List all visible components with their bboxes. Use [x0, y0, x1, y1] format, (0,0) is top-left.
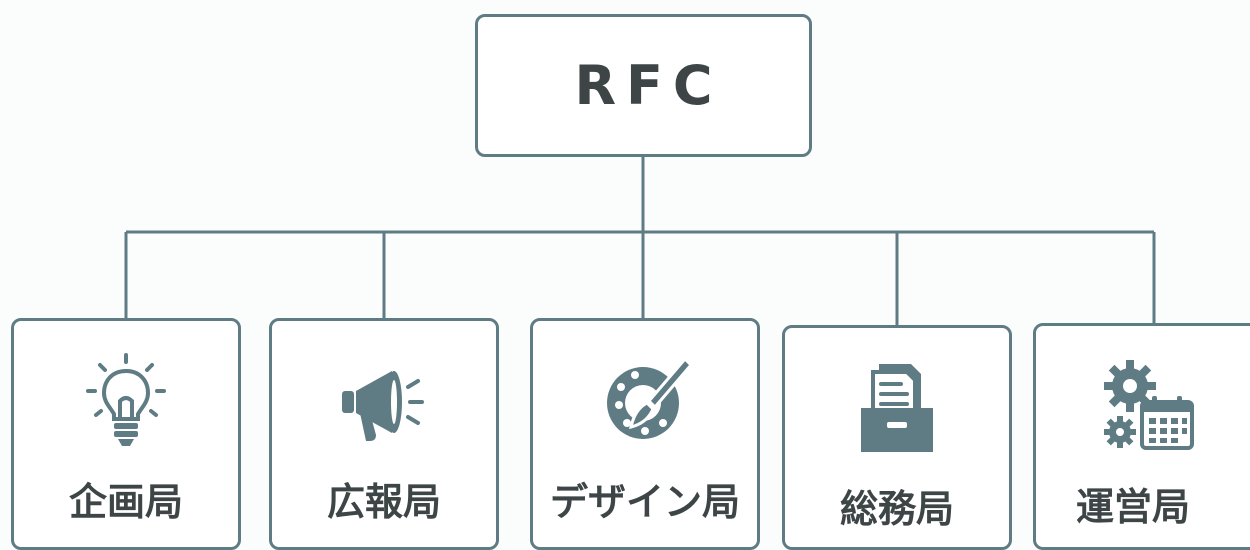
file-cabinet-icon — [861, 364, 933, 452]
department-node-planning: 企画局 — [11, 318, 241, 550]
department-node-design: デザイン局 — [530, 318, 760, 550]
megaphone-icon — [342, 371, 424, 441]
lightbulb-icon — [86, 353, 166, 446]
department-label: 広報局 — [326, 480, 441, 524]
root-label: RFC — [574, 54, 723, 117]
department-label: 運営局 — [1075, 485, 1190, 529]
gear-calendar-icon — [1104, 360, 1194, 450]
department-label: デザイン局 — [549, 480, 740, 524]
department-node-pr: 広報局 — [269, 318, 499, 550]
department-node-operations: 運営局 — [1033, 323, 1250, 550]
palette-brush-icon — [607, 356, 693, 439]
department-label: 企画局 — [68, 480, 183, 524]
root-node: RFC — [475, 14, 812, 157]
department-node-general-affairs: 総務局 — [782, 325, 1012, 550]
department-label: 総務局 — [839, 487, 954, 531]
